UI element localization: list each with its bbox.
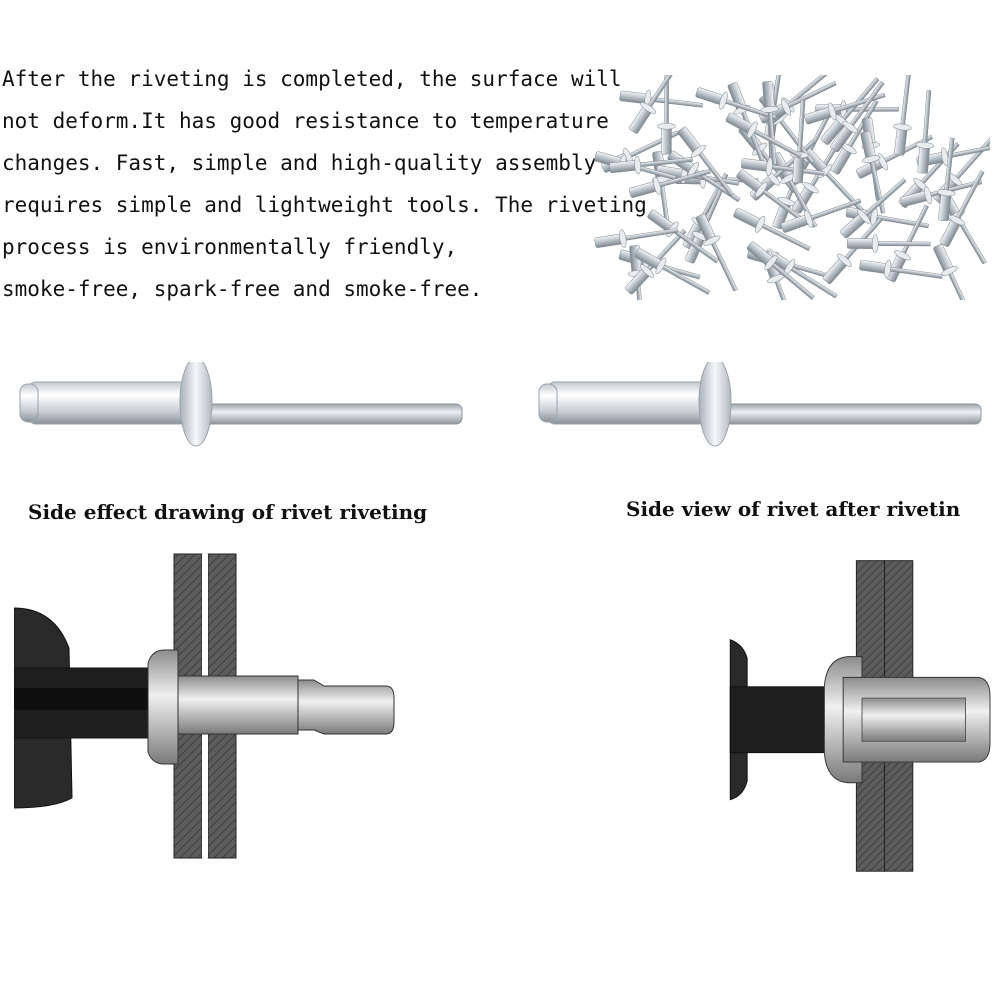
small-rivet [916, 143, 990, 167]
description-text: After the riveting is completed, the sur… [2, 58, 647, 310]
small-rivet [594, 228, 678, 248]
small-rivet [736, 169, 808, 225]
small-rivet [830, 81, 885, 153]
small-rivet [725, 112, 802, 159]
small-rivet [830, 99, 879, 175]
description-line: requires simple and lightweight tools. T… [2, 193, 647, 217]
small-rivet [695, 213, 738, 292]
after-riveting-diagram [729, 560, 991, 872]
description-line: smoke-free, spark-free and smoke-free. [2, 277, 483, 301]
rivet-pile-image [594, 75, 990, 300]
description-line: process is environmentally friendly, [2, 235, 458, 259]
small-rivet [609, 155, 693, 175]
small-rivet [893, 75, 912, 156]
description-line: not deform.It has good resistance to tem… [2, 109, 609, 133]
small-rivet [840, 177, 907, 239]
small-rivet [933, 244, 975, 300]
description-line: After the riveting is completed, the sur… [2, 67, 622, 91]
small-rivet [759, 80, 837, 124]
small-rivet [677, 126, 734, 197]
small-rivet [937, 137, 956, 222]
small-rivet [915, 89, 934, 174]
small-rivet [746, 241, 815, 300]
small-rivet [760, 80, 779, 165]
small-rivet [780, 198, 862, 233]
small-rivet [628, 169, 711, 198]
small-rivet [634, 248, 711, 295]
rivet-side-view-left [19, 362, 463, 447]
small-rivet [733, 207, 811, 251]
caption-after-riveting: Side view of rivet after rivetin [626, 497, 961, 521]
rivet-side-view-right [538, 362, 982, 447]
small-rivet [695, 87, 777, 120]
small-rivet [647, 209, 719, 264]
description-line: changes. Fast, simple and high-quality a… [2, 151, 597, 175]
small-rivet [846, 234, 931, 253]
small-rivet [629, 75, 681, 134]
riveting-diagram [14, 553, 395, 859]
caption-riveting-effect: Side effect drawing of rivet riveting [28, 500, 428, 524]
small-rivet [859, 259, 943, 279]
